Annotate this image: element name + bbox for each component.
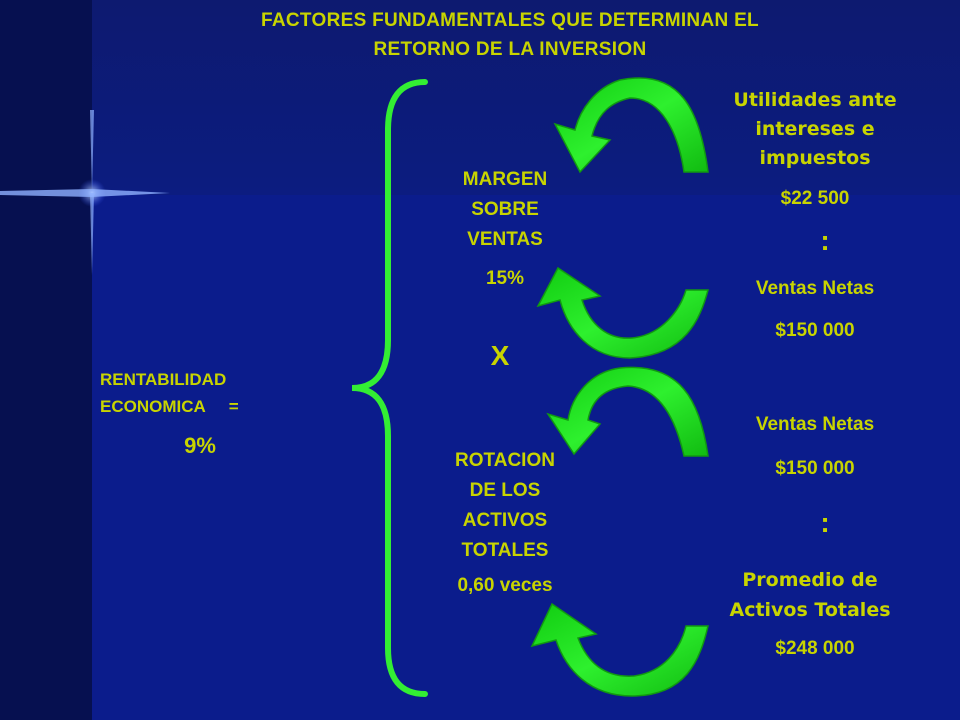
utilidades-line: impuestos [759,147,871,169]
margen-line: MARGEN [462,169,548,190]
curved-arrow-icon [536,266,709,359]
left-panel [0,0,92,720]
ventas-netas-label: Ventas Netas [755,414,875,435]
rentabilidad-label: RENTABILIDAD ECONOMICA = [100,366,320,420]
ventas-netas-value: $150 000 [775,458,855,479]
margen-line: VENTAS [467,229,543,250]
rotacion-line: DE LOS [469,480,541,501]
ventas-netas-value: $150 000 [775,320,855,341]
curved-arrow-icon [546,366,709,457]
utilidades-value: $22 500 [780,188,850,209]
activos-line: Promedio de [742,569,878,591]
utilidades-line: intereses e [755,118,875,140]
divide-operator: : [820,507,830,538]
rentabilidad-value: 9% [184,433,216,458]
utilidades-label: Utilidades ante intereses e impuestos [700,86,930,173]
margen-value: 15% [485,268,525,289]
brace-icon [351,79,428,697]
rentabilidad-line: RENTABILIDAD [100,370,227,389]
sparkle-icon [0,110,170,275]
ventas-netas-label: Ventas Netas [755,278,875,299]
rotacion-label: ROTACION DE LOS ACTIVOS TOTALES [415,446,595,566]
title-line: FACTORES FUNDAMENTALES QUE DETERMINAN EL [261,10,759,31]
rotacion-line: ACTIVOS [462,510,548,531]
rotacion-line: TOTALES [461,540,549,561]
activos-label: Promedio de Activos Totales [680,565,940,625]
rotacion-line: ROTACION [455,450,555,471]
rotacion-value: 0,60 veces [457,575,553,596]
utilidades-line: Utilidades ante [733,89,897,111]
margen-label: MARGEN SOBRE VENTAS [420,165,590,255]
rentabilidad-line: ECONOMICA = [100,397,239,416]
title-line: RETORNO DE LA INVERSION [373,39,647,60]
activos-value: $248 000 [775,638,855,659]
divide-operator: : [820,225,830,256]
multiply-operator: X [490,340,510,371]
page-title: FACTORES FUNDAMENTALES QUE DETERMINAN EL… [150,6,870,64]
activos-line: Activos Totales [729,599,891,621]
curved-arrow-icon [553,77,709,174]
curved-arrow-icon [530,602,709,697]
margen-line: SOBRE [471,199,539,220]
